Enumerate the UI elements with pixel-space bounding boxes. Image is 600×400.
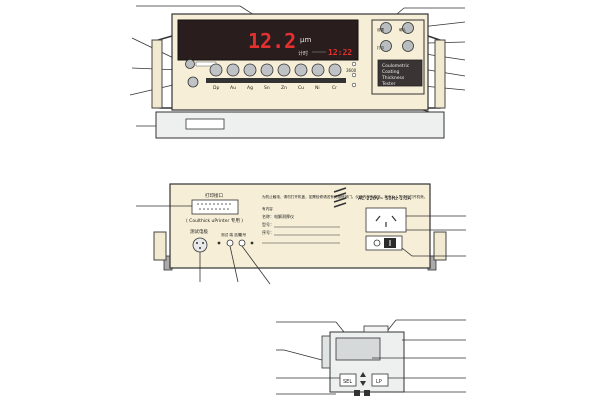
power-rating-label: AC 220V~ 50Hz 1.0A (358, 196, 411, 202)
indicator-led (351, 82, 357, 88)
signal-jack[interactable] (238, 239, 246, 247)
sel-button-label: SEL (343, 379, 352, 385)
jack-label-signal: 信号 (239, 232, 247, 237)
printer-port[interactable] (191, 199, 239, 215)
indicator-led (351, 72, 357, 78)
indicator-label: 3600 (346, 68, 357, 73)
probe-socket[interactable] (192, 237, 208, 253)
metal-button[interactable] (311, 63, 325, 77)
lp-button[interactable] (371, 373, 389, 387)
confirm-button[interactable] (402, 22, 414, 34)
name-label: 名称：电解测厚仪 (262, 213, 294, 219)
extra-button[interactable] (402, 40, 414, 52)
function-button[interactable] (185, 59, 195, 69)
warning-text-1: 为防止触电，请勿打开机盖，如需检修请送有关维修部门。仪器内部有高压，非专业人员请… (262, 194, 427, 199)
metal-label-cr: Cr (332, 85, 337, 91)
metal-button[interactable] (260, 63, 274, 77)
brand-line-1: Coulometric (382, 63, 410, 69)
metal-label-strip (206, 78, 346, 83)
warning-text-2: 有内容 (262, 206, 273, 211)
start-button[interactable] (187, 76, 199, 88)
probe-module-window (335, 337, 381, 361)
brand-line-3: Thickness (381, 75, 405, 81)
brand-plate (377, 59, 423, 87)
display-main-value: 12.2 (248, 29, 296, 53)
select-jack[interactable] (226, 239, 234, 247)
brand-line-4: Tester (381, 81, 396, 87)
metal-label-ni: Ni (315, 85, 320, 91)
vent-slots (333, 187, 347, 208)
metal-label-sn: Sn (264, 85, 270, 91)
display-unit: μm (300, 36, 311, 44)
metal-label-au: Au (230, 85, 236, 91)
front-display (177, 19, 359, 61)
metal-label-dp: Dp (213, 85, 219, 91)
printer-port-label: 打印接口 (205, 192, 223, 199)
indicator-led (351, 61, 357, 67)
metal-button[interactable] (243, 63, 257, 77)
print-button-label: 打印 (377, 45, 385, 50)
display-time: 12:22 (328, 48, 352, 57)
display-secondary-label: 计时 (298, 50, 308, 57)
metal-button[interactable] (294, 63, 308, 77)
metal-label-zn: Zn (281, 85, 287, 91)
confirm-button-label: 确认 (399, 27, 407, 32)
lp-button-label: LP (376, 379, 382, 385)
settings-button-label: 设置 (377, 27, 385, 32)
settings-button[interactable] (380, 22, 392, 34)
metal-button[interactable] (328, 63, 342, 77)
printer-port-note: ( Coulthick uPrinter 专用 ) (186, 217, 243, 224)
model-label: 型号： (262, 221, 274, 227)
metal-button-row (209, 63, 342, 77)
probe-label: 测试电极 (190, 228, 208, 235)
metal-button[interactable] (226, 63, 240, 77)
metal-label-cu: Cu (298, 85, 304, 91)
front-panel-view: 12.2 μm 计时 12:22 设置 确认 打印 Coulometric Co… (129, 5, 466, 139)
brand-line-2: Coating (382, 69, 400, 75)
rear-panel-view: 打印接口 ( Coulthick uPrinter 专用 ) 为防止触电，请勿打… (136, 183, 466, 285)
rear-leader-lines (136, 205, 466, 285)
sel-button[interactable] (339, 373, 357, 387)
power-socket[interactable] (365, 207, 407, 233)
jack-label-select: 测试 端 选择 (221, 232, 242, 237)
serial-label: 序号： (262, 229, 274, 235)
probe-leader-lines (276, 319, 466, 395)
probe-module-view: SEL LP (276, 319, 466, 396)
print-button[interactable] (380, 40, 392, 52)
metal-button[interactable] (277, 63, 291, 77)
metal-button[interactable] (209, 63, 223, 77)
metal-label-ag: Ag (247, 85, 253, 91)
metal-labels: Dp Au Ag Sn Zn Cu Ni Cr (213, 85, 337, 91)
